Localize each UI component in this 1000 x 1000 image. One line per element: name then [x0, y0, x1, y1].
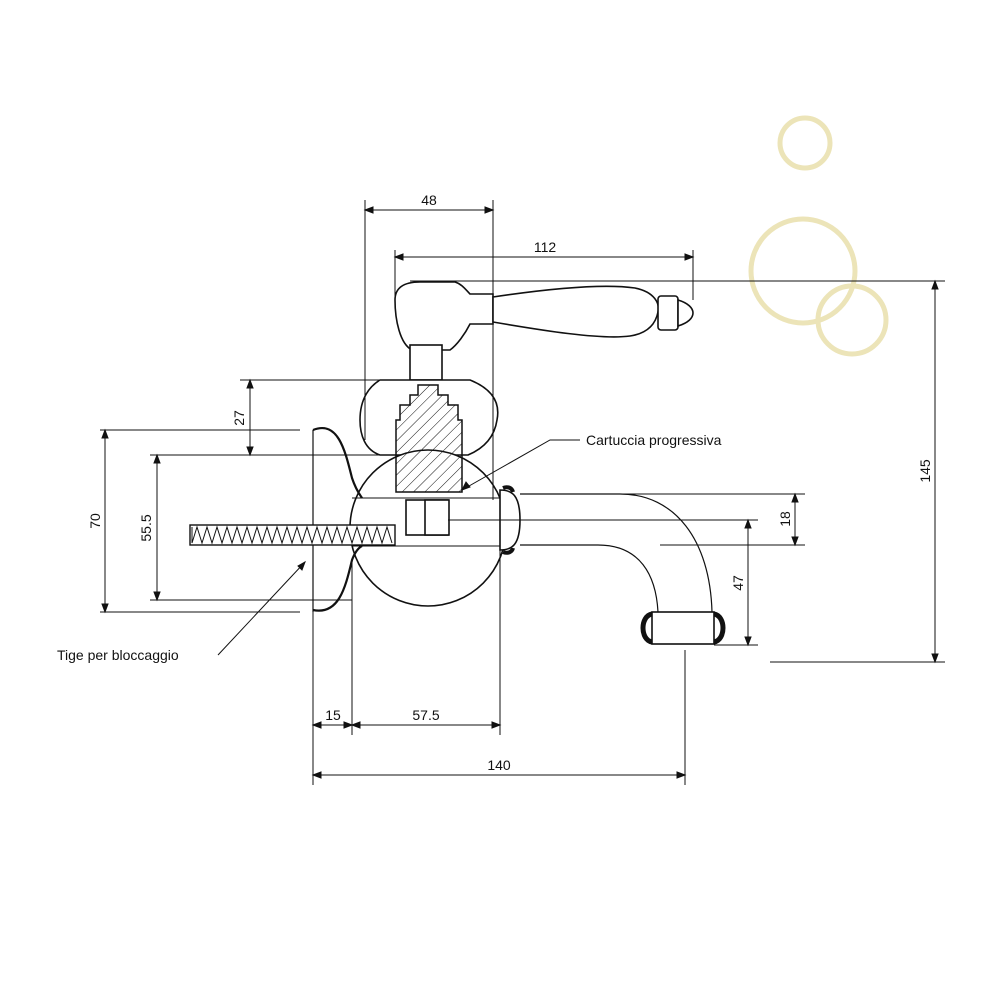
dim-112: 112: [534, 239, 557, 255]
cartridge-section: [395, 384, 463, 493]
dim-48: 48: [421, 192, 437, 208]
cartridge-label: Cartuccia progressiva: [586, 432, 722, 448]
watermark-logo: [748, 115, 889, 357]
dim-27: 27: [231, 410, 247, 426]
dim-18: 18: [777, 511, 793, 527]
spout: [520, 493, 726, 645]
lever-handle: [394, 281, 694, 381]
dimension-lines: [100, 200, 945, 785]
dim-15: 15: [325, 707, 341, 723]
dim-57-5: 57.5: [412, 707, 439, 723]
locking-rod-label: Tige per bloccaggio: [57, 647, 179, 663]
dim-70: 70: [87, 513, 103, 529]
dim-55-5: 55.5: [138, 514, 154, 541]
dim-145: 145: [917, 459, 933, 483]
dim-140: 140: [487, 757, 511, 773]
leader-lines: [217, 439, 580, 656]
locking-rod: [189, 524, 396, 546]
dim-47: 47: [730, 575, 746, 591]
